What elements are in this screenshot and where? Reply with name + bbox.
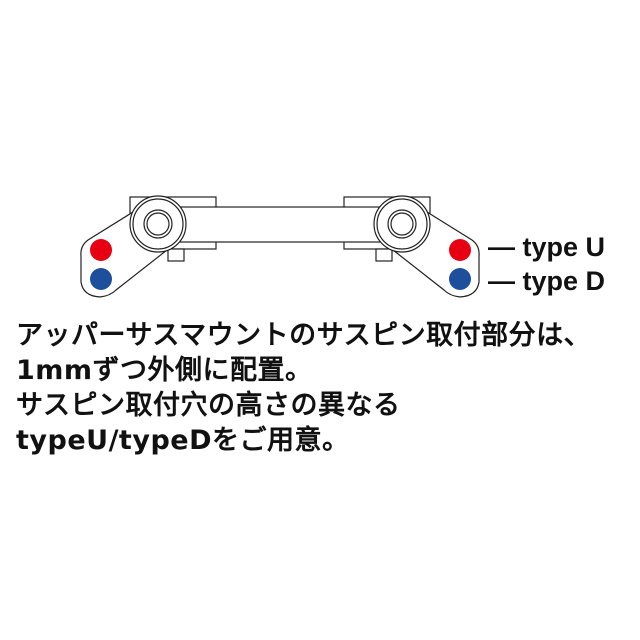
description-line-2: 1mmずつ外側に配置。 (16, 355, 313, 386)
description-line-4: typeU/typeDをご用意。 (16, 425, 350, 456)
description-line-3: サスピン取付穴の高さの異なる (16, 390, 401, 421)
right-type-d-hole (449, 268, 471, 290)
right-type-u-hole (449, 239, 471, 261)
type-d-label: — type D (488, 266, 606, 296)
upper-link-bar (156, 206, 404, 243)
description-line-1: アッパーサスマウントのサスピン取付部分は、 (16, 320, 592, 351)
type-u-label: — type U (488, 232, 606, 262)
left-type-u-hole (90, 239, 112, 261)
left-type-d-hole (90, 268, 112, 290)
